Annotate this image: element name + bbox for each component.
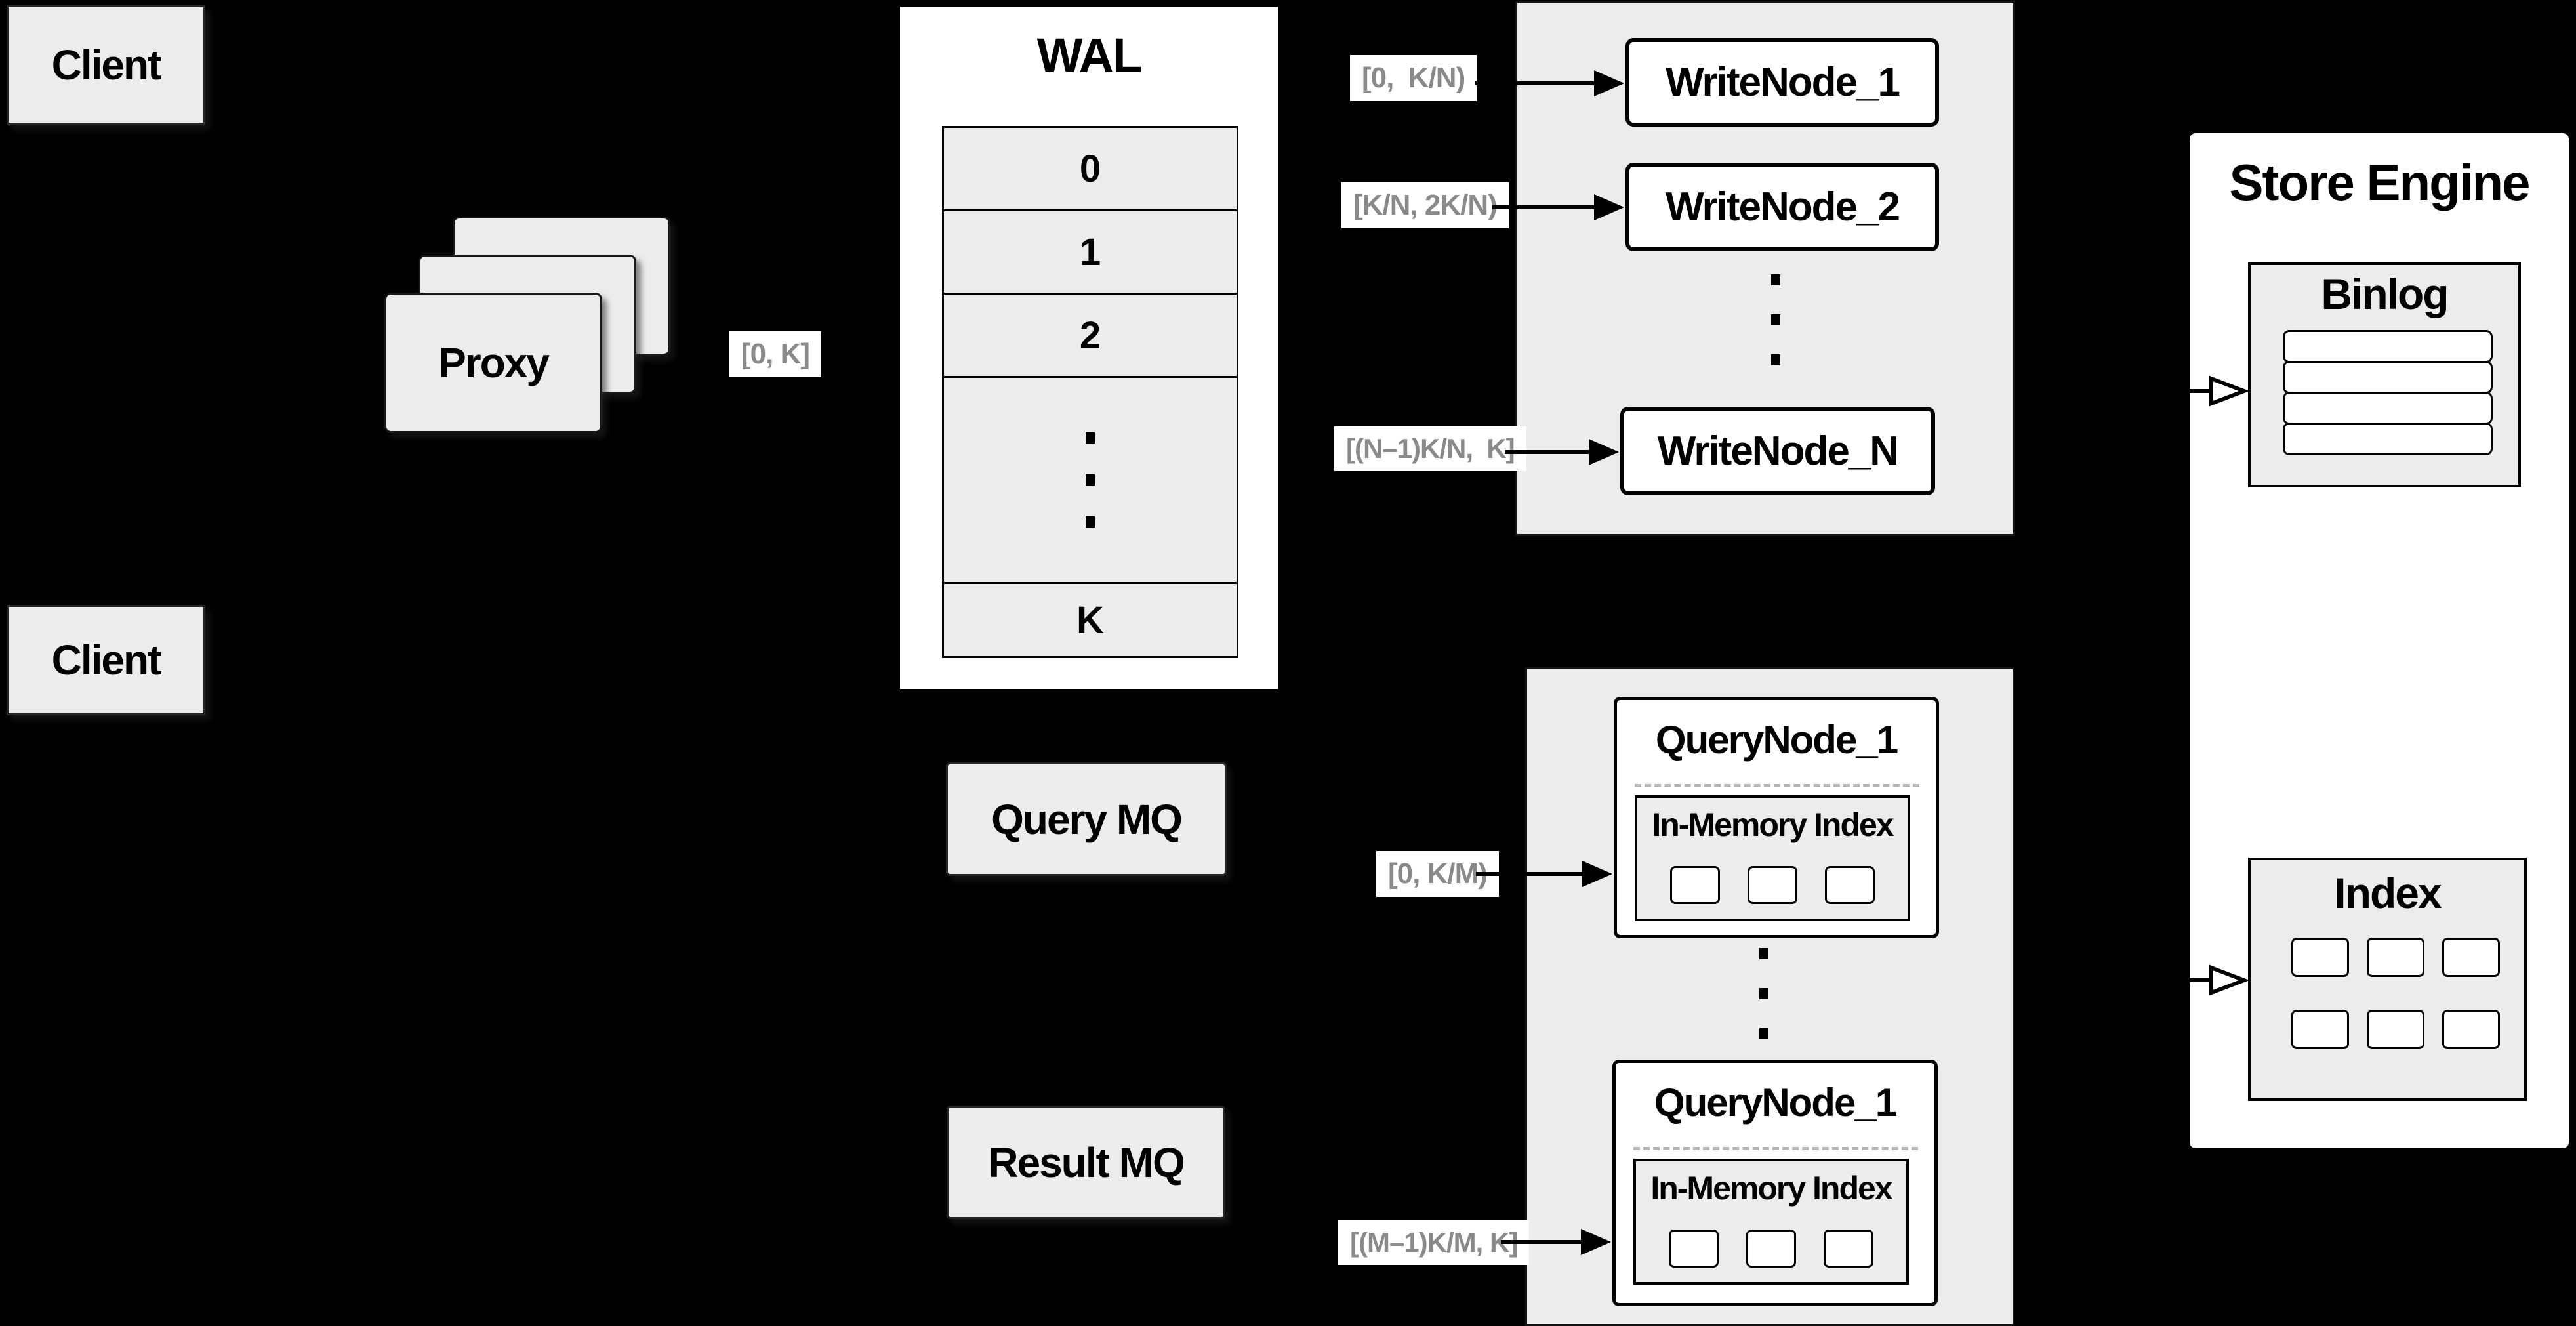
writenode-n-label: WriteNode_N [1657,428,1899,474]
range-label-proxy-to-wal: [0, K] [729,331,821,377]
querynode-m-inmem-title: In-Memory Index [1650,1170,1892,1207]
inmem-segment-cell [1748,866,1797,904]
ellipsis-dot [1759,948,1768,959]
index-segment-cell [2442,938,2500,977]
arrow-head [1594,194,1624,220]
wal-title: WAL [1036,28,1142,83]
querynode-1-inmem-title: In-Memory Index [1652,806,1894,843]
wal-cell-0: 0 [944,128,1237,211]
ellipsis-dot [1086,516,1095,528]
inmem-segment-cell [1669,1230,1719,1268]
ellipsis-dot [1759,1028,1768,1039]
inmem-segment-cell [1746,1230,1796,1268]
index-segments [2291,938,2500,1049]
writenode-2-label: WriteNode_2 [1666,184,1900,230]
index-segment-cell [2367,1010,2424,1049]
writenode-1-label: WriteNode_1 [1666,60,1900,105]
inmem-segments [1670,866,1875,904]
range-label-writenode-1: [0, K/N) [1350,55,1477,101]
wal-cell-2: 2 [944,295,1237,378]
arrow-shaft [1505,450,1594,454]
ellipsis-dot [1759,988,1768,999]
arrow-head [1589,439,1619,465]
store-engine-title: Store Engine [2229,154,2530,211]
wal-cell-1: 1 [944,211,1237,295]
query-mq-box: Query MQ [946,762,1227,876]
querynode-m-inmem-box: In-Memory Index [1633,1159,1909,1285]
range-label-writenode-n: [(N–1)K/N, K] [1334,426,1526,471]
range-label-querynode-m: [(M–1)K/M, K] [1338,1220,1530,1265]
inmem-segment-cell [1670,866,1720,904]
arrow-shaft [1501,1240,1586,1244]
result-mq-label: Result MQ [988,1138,1185,1186]
writenode-2-box: WriteNode_2 [1625,163,1939,251]
arrow-to-writenode-1-icon [1475,70,1624,96]
arrow-to-writenode-2-icon [1492,194,1624,220]
binlog-rows [2283,330,2493,455]
index-box: Index [2248,858,2527,1101]
arrow-to-querynode-1-icon [1476,861,1612,887]
ellipsis-dot [1771,274,1780,285]
inmem-segment-cell [1824,1230,1873,1268]
ellipsis-dot [1771,314,1780,325]
proxy-label: Proxy [438,339,550,386]
wal-segment-list: 0 1 2 K [942,126,1238,658]
arrow-to-querynode-m-icon [1501,1229,1611,1255]
ellipsis-dot [1086,474,1095,486]
wal-cell-2-label: 2 [1079,314,1101,357]
querynode-1-title: QueryNode_1 [1655,718,1898,762]
client-bottom-box: Client [7,605,205,715]
client-top-label: Client [51,41,162,89]
arrow-shaft [1475,81,1599,85]
querynode-1-inmem-box: In-Memory Index [1635,795,1910,921]
query-mq-label: Query MQ [991,795,1183,843]
wal-cell-k-label: K [1076,598,1104,642]
proxy-box: Proxy [384,293,602,433]
open-arrowhead-index-icon [2185,964,2248,996]
binlog-title: Binlog [2321,270,2449,318]
wal-cell-k: K [944,584,1237,656]
index-segment-cell [2291,1010,2349,1049]
binlog-row [2283,330,2493,363]
ellipsis-dot [1086,432,1095,444]
wal-ellipsis-cell [944,378,1237,584]
writenode-1-box: WriteNode_1 [1625,38,1939,127]
client-bottom-label: Client [51,636,162,684]
arrow-to-writenode-n-icon [1505,439,1619,465]
binlog-row [2283,423,2493,455]
inmem-segment-cell [1825,866,1875,904]
index-title: Index [2334,869,2442,917]
index-segment-cell [2291,938,2349,977]
querynode-m-divider [1633,1147,1918,1150]
open-arrowhead-binlog-icon [2185,375,2248,407]
binlog-row [2283,392,2493,425]
ellipsis-dot [1771,354,1780,365]
querynode-m-title: QueryNode_1 [1654,1081,1897,1125]
arrow-shaft [1492,205,1599,209]
writenode-n-box: WriteNode_N [1620,407,1935,495]
range-label-writenode-2: [K/N, 2K/N) [1341,182,1509,228]
index-segment-cell [2367,938,2424,977]
wal-cell-1-label: 1 [1079,230,1101,274]
arrow-head [1582,861,1612,887]
binlog-row [2283,361,2493,394]
arrow-head [1581,1229,1611,1255]
wal-cell-0-label: 0 [1079,147,1101,190]
arrow-shaft [1476,872,1587,876]
index-segment-cell [2442,1010,2500,1049]
writenode-ellipsis [1771,274,1780,365]
querynode-1-divider [1635,784,1919,787]
result-mq-box: Result MQ [947,1106,1225,1219]
arrow-head [1594,70,1624,96]
querynode-ellipsis [1759,948,1768,1039]
client-top-box: Client [7,5,205,125]
inmem-segments [1669,1230,1873,1268]
